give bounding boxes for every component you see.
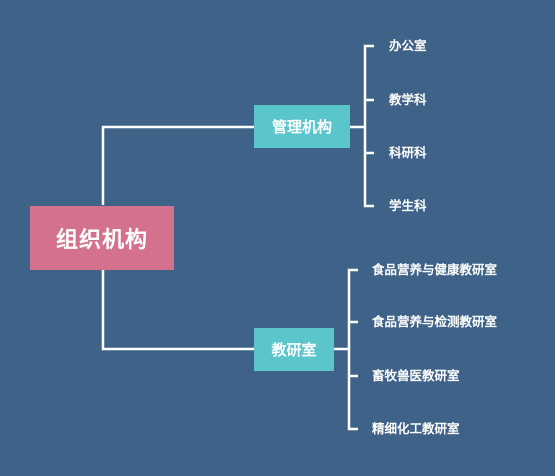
leaf-node[interactable]: 科研科 <box>389 145 427 160</box>
root-label: 组织机构 <box>55 228 148 253</box>
branch-node-management[interactable]: 管理机构 <box>254 105 350 148</box>
leaf-node[interactable]: 畜牧兽医教研室 <box>372 368 460 383</box>
branch-node-teaching[interactable]: 教研室 <box>254 328 334 371</box>
leaf-node[interactable]: 精细化工教研室 <box>372 421 460 436</box>
leaf-node[interactable]: 学生科 <box>389 198 427 213</box>
connector-teaching-bracket <box>334 268 358 431</box>
leaf-node[interactable]: 食品营养与健康教研室 <box>372 262 498 277</box>
connector-root-management <box>101 125 254 205</box>
branch-label-teaching: 教研室 <box>271 341 317 359</box>
leaf-node[interactable]: 食品营养与检测教研室 <box>372 314 498 329</box>
connector-root-teaching <box>101 270 254 351</box>
connector-management-bracket <box>350 44 374 208</box>
leaf-node[interactable]: 教学科 <box>389 92 427 107</box>
leaf-node[interactable]: 办公室 <box>389 38 427 53</box>
root-node[interactable]: 组织机构 <box>30 206 174 270</box>
branch-label-management: 管理机构 <box>271 118 332 136</box>
